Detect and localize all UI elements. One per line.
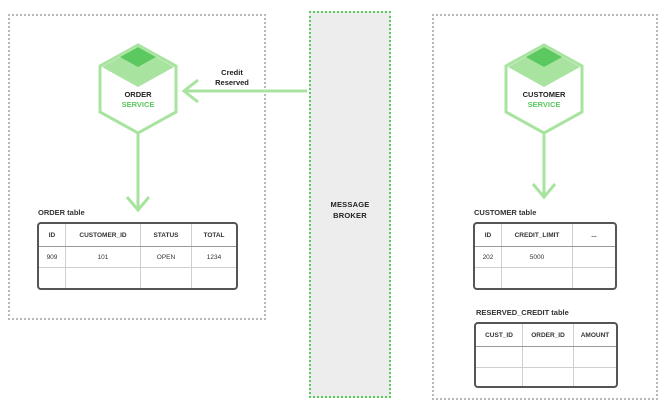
customer-col-header: CREDIT_LIMIT: [501, 224, 573, 247]
order-service-hexagon-icon: [98, 43, 178, 135]
table-cell: 909: [39, 246, 66, 268]
table-cell: [522, 346, 574, 368]
table-cell: [476, 346, 523, 368]
event-label-line2: Reserved: [215, 78, 249, 87]
table-row: [476, 367, 617, 387]
customer-service-node: CUSTOMER SERVICE: [502, 42, 586, 136]
reserved-credit-table: CUST_ID ORDER_ID AMOUNT: [474, 322, 618, 388]
table-cell: [39, 267, 66, 288]
table-cell: 1234: [191, 246, 236, 268]
table-cell: [572, 246, 615, 268]
reserved-col-header: CUST_ID: [476, 324, 523, 347]
order-table-caption: ORDER table: [38, 208, 85, 217]
table-cell: [65, 267, 141, 288]
table-cell: [574, 368, 617, 387]
event-label-line1: Credit: [221, 68, 243, 77]
order-service-title-line1: ORDER: [124, 90, 152, 99]
order-col-header: STATUS: [140, 224, 192, 247]
table-cell: [573, 268, 616, 289]
order-service-title: ORDER SERVICE: [96, 90, 180, 110]
customer-service-title-line1: CUSTOMER: [522, 90, 566, 99]
customer-service-title-line2: SERVICE: [527, 100, 561, 109]
broker-label-line2: BROKER: [333, 211, 367, 220]
order-col-header: TOTAL: [191, 224, 236, 247]
order-col-header: ID: [39, 224, 66, 247]
customer-service-hexagon-icon: [504, 43, 584, 135]
order-service-node: ORDER SERVICE: [96, 42, 180, 136]
reserved-col-header: ORDER_ID: [522, 324, 574, 347]
credit-reserved-arrow: [181, 78, 307, 104]
table-cell: [522, 367, 574, 386]
customer-table: ID CREDIT_LIMIT ... 202 5000: [473, 222, 617, 290]
order-service-to-table-arrow: [125, 134, 151, 213]
order-service-boundary: [8, 14, 266, 320]
reserved-credit-table-caption: RESERVED_CREDIT table: [476, 308, 569, 317]
table-cell: 5000: [501, 246, 573, 268]
table-cell: [501, 267, 573, 288]
table-cell: [140, 267, 192, 288]
table-cell: [476, 367, 523, 386]
table-cell: [573, 346, 616, 368]
customer-service-to-table-arrow: [531, 134, 557, 200]
reserved-col-header: AMOUNT: [573, 324, 616, 347]
table-cell: [192, 268, 237, 289]
message-broker: MESSAGE BROKER: [309, 11, 391, 398]
broker-label-line1: MESSAGE: [330, 200, 370, 209]
table-row: 202 5000: [475, 246, 615, 268]
customer-col-header: ...: [572, 224, 615, 247]
table-row: [39, 267, 237, 289]
table-cell: [475, 267, 502, 288]
customer-col-header: ID: [475, 224, 502, 247]
table-row: [476, 346, 616, 368]
order-service-title-line2: SERVICE: [121, 100, 155, 109]
table-cell: OPEN: [140, 246, 192, 268]
customer-table-caption: CUSTOMER table: [474, 208, 537, 217]
table-cell: 202: [475, 246, 502, 268]
customer-service-boundary: [432, 14, 658, 400]
table-cell: 101: [65, 246, 141, 268]
order-table: ID CUSTOMER_ID STATUS TOTAL 909 101 OPEN…: [37, 222, 238, 290]
order-col-header: CUSTOMER_ID: [65, 224, 141, 247]
table-row: 909 101 OPEN 1234: [39, 246, 236, 268]
customer-service-title: CUSTOMER SERVICE: [502, 90, 586, 110]
message-broker-label: MESSAGE BROKER: [311, 199, 389, 221]
event-label: Credit Reserved: [208, 68, 256, 88]
table-row: [475, 267, 616, 289]
